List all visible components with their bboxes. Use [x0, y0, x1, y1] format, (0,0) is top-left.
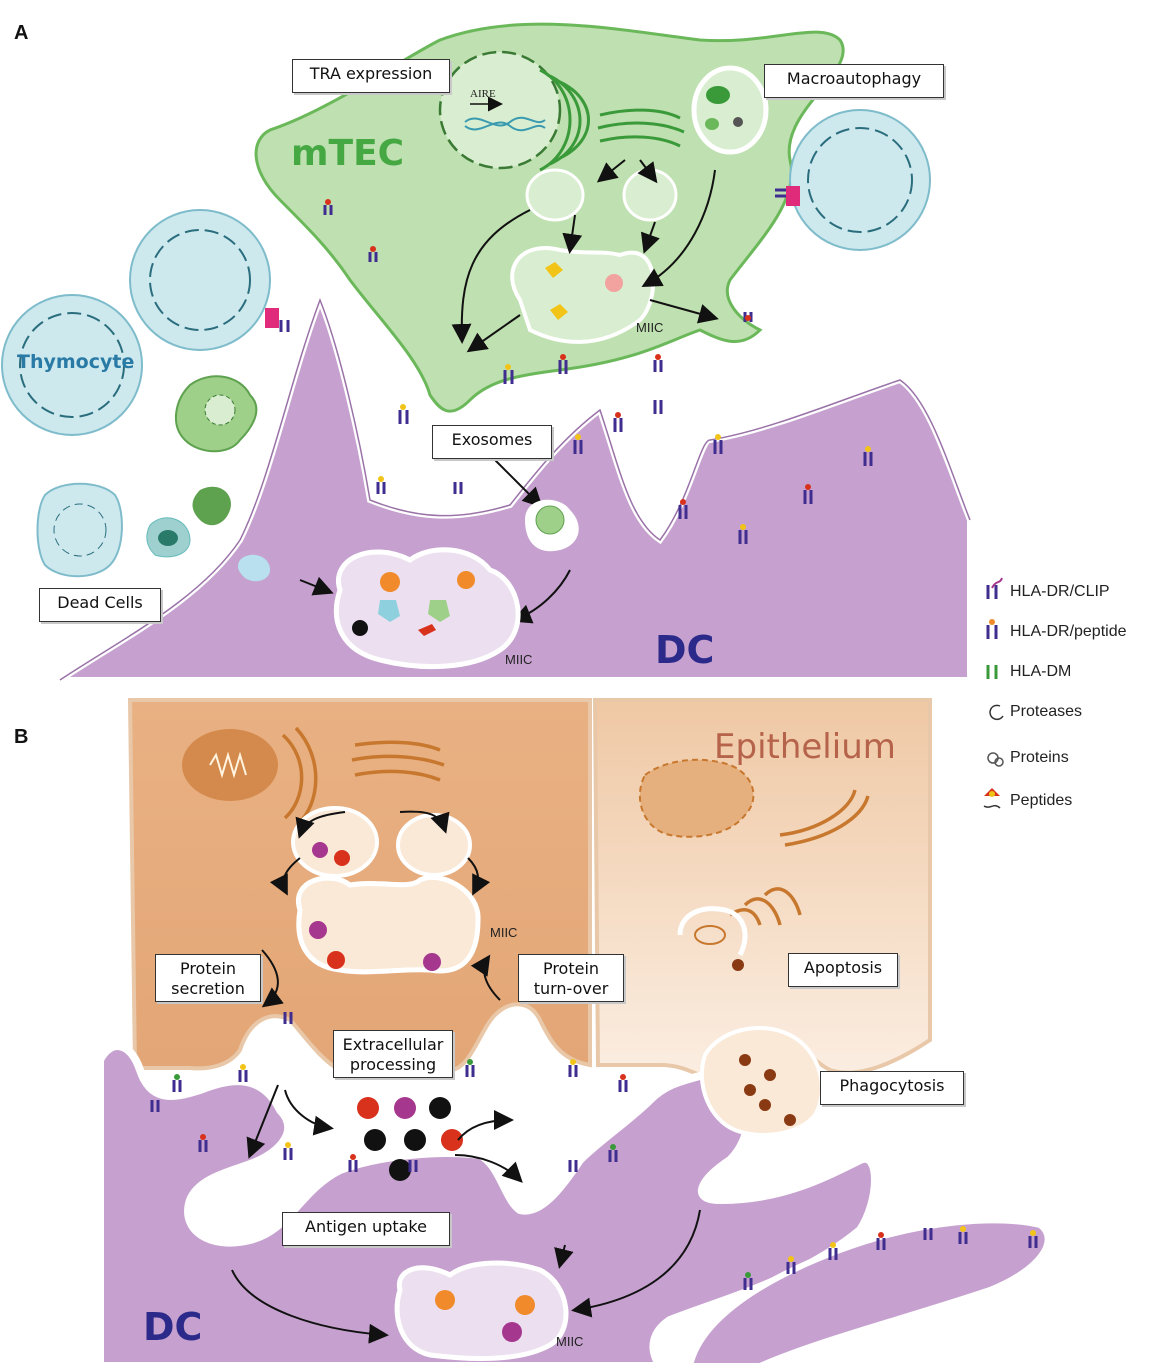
protein-turnover-label: Protein turn-over	[518, 954, 624, 1002]
panel-label-b: B	[14, 726, 29, 748]
aire-label: AIRE	[470, 88, 496, 100]
dna-icon	[464, 116, 546, 127]
protease-icon	[457, 571, 475, 589]
autophagosome	[691, 65, 769, 155]
vesicle-b	[396, 813, 472, 877]
dc-membrane-a	[59, 297, 971, 681]
extracellular-processing-label: Extracellular processing	[333, 1030, 453, 1078]
dead-cell-fragment	[192, 486, 231, 526]
thymocyte-2	[1, 294, 143, 436]
tra-expression-label: TRA expression	[292, 59, 450, 93]
legend-item-proteases: Proteases	[1010, 703, 1083, 720]
dc-label-b: DC	[143, 1305, 203, 1349]
pathway-arrows-mtec	[299, 159, 719, 624]
mitochondrion-icon	[706, 86, 730, 104]
dead-cell-fragment	[237, 554, 270, 582]
mtec-label: mTEC	[291, 133, 405, 174]
miic-compartment-epithelium	[295, 874, 481, 975]
antigen-uptake-label: Antigen uptake	[282, 1212, 450, 1246]
thymocyte-label: Thymocyte	[17, 351, 135, 373]
tcr-icon	[265, 308, 279, 328]
protein-secretion-label: Protein secretion	[155, 954, 261, 1002]
miic-compartment-mtec	[510, 246, 656, 344]
dc-process-b	[686, 1217, 1051, 1366]
legend-item-hla-dm: HLA-DM	[1010, 663, 1072, 680]
dead-cell-thymocyte	[36, 482, 123, 578]
miic-label-mtec: MIIC	[636, 320, 664, 335]
protein-icon	[733, 117, 743, 127]
mitochondrion-icon	[694, 925, 726, 945]
extracellular-proteases	[357, 1097, 463, 1181]
exosome-vesicle	[535, 505, 565, 535]
miic-compartment-dc-b	[394, 1260, 569, 1362]
thymocyte-1	[129, 209, 271, 351]
macroautophagy-label: Macroautophagy	[764, 64, 944, 98]
dc-label-a: DC	[655, 628, 715, 672]
vesicle	[525, 168, 585, 222]
hla-molecules-b	[150, 1012, 1038, 1290]
golgi-apparatus-a	[597, 108, 685, 148]
legend-item-peptides: Peptides	[1010, 792, 1073, 809]
phagocytosis-label: Phagocytosis	[820, 1071, 964, 1105]
dead-cells-label: Dead Cells	[39, 588, 161, 622]
legend-item-hla-dr-peptide: HLA-DR/peptide	[1010, 623, 1127, 640]
epithelium-label: Epithelium	[714, 727, 896, 767]
thymocyte-3	[789, 109, 931, 251]
miic-label-dc-b: MIIC	[556, 1334, 584, 1349]
protease-icon	[380, 572, 400, 592]
pathway-arrows-b	[231, 810, 701, 1344]
phagocytosed-debris	[739, 1054, 796, 1126]
panel-label-a: A	[14, 22, 29, 44]
apoptosis-label: Apoptosis	[788, 953, 898, 987]
miic-compartment-dc-a	[333, 547, 521, 670]
tcr-icon	[786, 186, 800, 206]
hla-molecules-a	[279, 188, 873, 544]
peptide-markers-a	[325, 199, 811, 505]
miic-label-epithelium: MIIC	[490, 925, 518, 940]
vesicle-hla-b	[291, 806, 379, 878]
legend-item-proteins: Proteins	[1010, 749, 1069, 766]
legend-item-hla-dr-clip: HLA-DR/CLIP	[1010, 583, 1110, 600]
vesicle-hla	[622, 168, 678, 222]
phagosome	[699, 1026, 824, 1137]
miic-label-dc-a: MIIC	[505, 652, 533, 667]
exosomes-label: Exosomes	[432, 425, 552, 459]
apoptotic-body	[638, 758, 755, 838]
apoptotic-vesicle	[677, 906, 748, 957]
dc-cell-b	[96, 1042, 879, 1366]
legend-icons	[983, 577, 1004, 809]
